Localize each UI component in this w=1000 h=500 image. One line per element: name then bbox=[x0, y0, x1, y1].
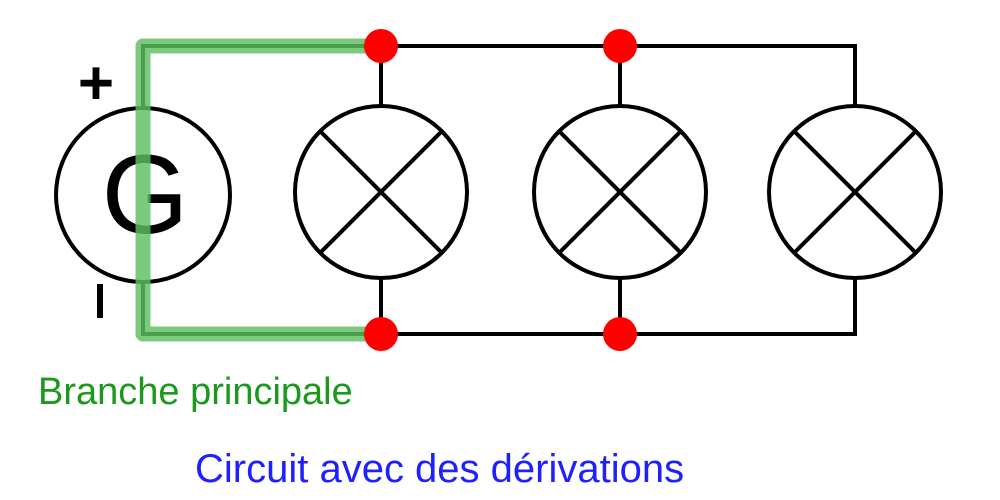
junction-node-top-2 bbox=[603, 29, 637, 63]
circuit-wires bbox=[141, 44, 857, 336]
lamps bbox=[293, 104, 943, 280]
lamp-cross-line-2 bbox=[792, 129, 918, 255]
junction-node-bottom-1 bbox=[364, 317, 398, 351]
lamp-cross-line-2 bbox=[557, 129, 683, 255]
main-branch-label: Branche principale bbox=[38, 371, 353, 413]
lamp-3 bbox=[767, 104, 943, 280]
bottom-wire bbox=[141, 278, 857, 336]
lamp-1 bbox=[293, 104, 469, 280]
negative-terminal-mark bbox=[97, 284, 103, 318]
junctions bbox=[364, 29, 637, 351]
junction-node-bottom-2 bbox=[603, 317, 637, 351]
diagram-caption: Circuit avec des dérivations bbox=[195, 447, 684, 491]
top-wire bbox=[141, 44, 857, 112]
lamp-cross-line-2 bbox=[318, 129, 444, 255]
main-branch-highlight bbox=[135, 38, 389, 342]
lamp-2 bbox=[532, 104, 708, 280]
junction-node-top-1 bbox=[364, 29, 398, 63]
positive-terminal-label: + bbox=[78, 49, 114, 118]
